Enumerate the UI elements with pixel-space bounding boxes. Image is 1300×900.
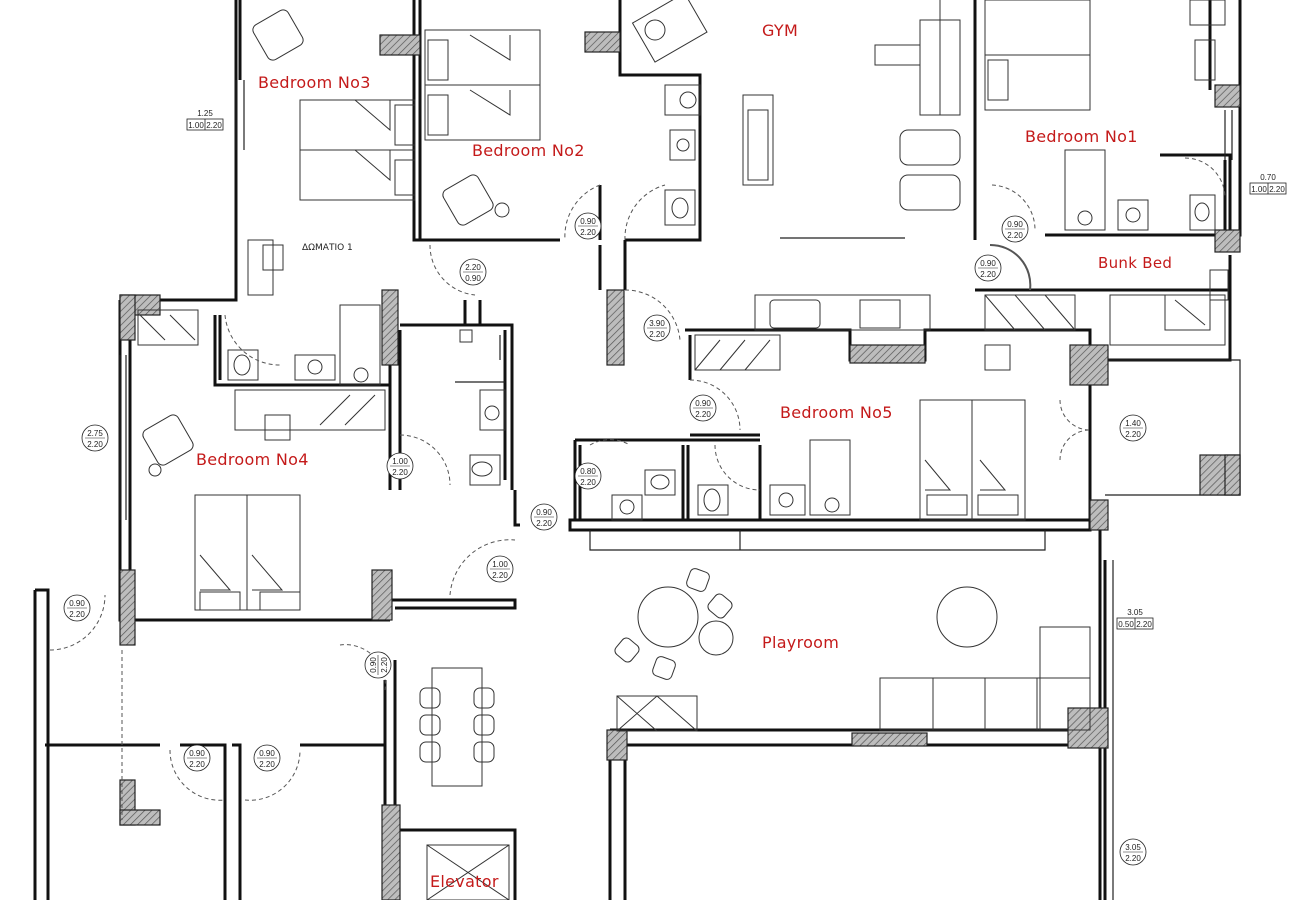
door-tag: 1.40 2.20 <box>1119 414 1147 442</box>
door-tag: 0.90 2.20 <box>1001 215 1029 243</box>
svg-text:2.20: 2.20 <box>580 478 596 487</box>
door-tag: 0.90 2.20 <box>63 594 91 622</box>
svg-text:1.00: 1.00 <box>1251 185 1267 194</box>
door-tag: 0.90 2.20 <box>689 394 717 422</box>
room-label-bunk-bed: Bunk Bed <box>1098 254 1172 272</box>
door-tag: 0.90 2.20 <box>253 744 281 772</box>
room-label-greek: ΔΩΜΑΤΙΟ 1 <box>302 243 353 253</box>
room-label-bedroom5: Bedroom No5 <box>780 403 893 422</box>
svg-text:2.20: 2.20 <box>69 610 85 619</box>
svg-text:2.20: 2.20 <box>1125 854 1141 863</box>
svg-text:3.05: 3.05 <box>1125 843 1141 852</box>
svg-text:2.20: 2.20 <box>259 760 275 769</box>
room-label-bedroom4: Bedroom No4 <box>196 450 309 469</box>
svg-text:0.90: 0.90 <box>369 657 378 673</box>
svg-text:2.20: 2.20 <box>1125 430 1141 439</box>
svg-text:2.20: 2.20 <box>465 263 481 272</box>
svg-text:2.20: 2.20 <box>392 468 408 477</box>
room-label-bedroom2: Bedroom No2 <box>472 141 585 160</box>
svg-text:0.90: 0.90 <box>1007 220 1023 229</box>
door-tag: 3.90 2.20 <box>643 314 671 342</box>
svg-text:1.00: 1.00 <box>492 560 508 569</box>
door-tag: 2.20 0.90 <box>459 258 487 286</box>
svg-text:0.70: 0.70 <box>1260 173 1276 182</box>
window-tag: 1.25 1.00 2.20 <box>186 109 224 131</box>
svg-text:2.20: 2.20 <box>580 228 596 237</box>
room-label-elevator: Elevator <box>430 872 499 891</box>
svg-text:0.80: 0.80 <box>580 467 596 476</box>
door-tag: 0.90 2.20 <box>974 254 1002 282</box>
svg-text:2.20: 2.20 <box>189 760 205 769</box>
svg-text:0.90: 0.90 <box>69 599 85 608</box>
svg-text:3.05: 3.05 <box>1127 608 1143 617</box>
svg-text:1.40: 1.40 <box>1125 419 1141 428</box>
svg-text:0.90: 0.90 <box>980 259 996 268</box>
svg-text:2.20: 2.20 <box>206 121 222 130</box>
door-tag: 0.90 2.20 <box>530 503 558 531</box>
svg-text:2.20: 2.20 <box>1269 185 1285 194</box>
furniture <box>119 0 1233 900</box>
svg-text:2.75: 2.75 <box>87 429 103 438</box>
svg-text:0.90: 0.90 <box>536 508 552 517</box>
door-tag: 0.90 2.20 <box>574 212 602 240</box>
svg-text:2.20: 2.20 <box>649 330 665 339</box>
svg-text:2.20: 2.20 <box>980 270 996 279</box>
door-tag: 0.80 2.20 <box>574 462 602 490</box>
svg-text:0.90: 0.90 <box>695 399 711 408</box>
svg-text:0.90: 0.90 <box>189 749 205 758</box>
window-tags: 1.25 1.00 2.20 0.70 1.00 2.20 3.05 0.50 … <box>186 109 1287 630</box>
svg-text:0.90: 0.90 <box>259 749 275 758</box>
room-label-bedroom1: Bedroom No1 <box>1025 127 1138 146</box>
svg-text:2.20: 2.20 <box>492 571 508 580</box>
svg-text:1.00: 1.00 <box>188 121 204 130</box>
svg-text:2.20: 2.20 <box>695 410 711 419</box>
svg-text:2.20: 2.20 <box>380 657 389 673</box>
door-tag: 1.00 2.20 <box>386 452 414 480</box>
door-tag: 2.75 2.20 <box>81 424 109 452</box>
svg-text:2.20: 2.20 <box>87 440 103 449</box>
svg-text:0.90: 0.90 <box>580 217 596 226</box>
room-labels: Bedroom No3 Bedroom No2 GYM Bedroom No1 … <box>196 21 1172 891</box>
svg-text:1.25: 1.25 <box>197 109 213 118</box>
door-tag: 0.90 2.20 <box>183 744 211 772</box>
room-label-bedroom3: Bedroom No3 <box>258 73 371 92</box>
svg-text:3.90: 3.90 <box>649 319 665 328</box>
svg-text:0.90: 0.90 <box>465 274 481 283</box>
svg-text:0.50: 0.50 <box>1118 620 1134 629</box>
door-tag: 3.05 2.20 <box>1119 838 1147 866</box>
room-label-gym: GYM <box>762 21 798 40</box>
door-swings <box>49 157 1226 801</box>
structural-walls <box>119 31 1241 900</box>
svg-text:2.20: 2.20 <box>1136 620 1152 629</box>
door-tag: 1.00 2.20 <box>486 555 514 583</box>
svg-text:2.20: 2.20 <box>536 519 552 528</box>
door-tags: 0.902.20 2.200.90 0.902.20 0.902.20 3.90… <box>63 212 1147 866</box>
window-tag: 3.05 0.50 2.20 <box>1116 608 1154 630</box>
room-label-playroom: Playroom <box>762 633 839 652</box>
window-tag: 0.70 1.00 2.20 <box>1249 173 1287 195</box>
svg-text:1.00: 1.00 <box>392 457 408 466</box>
svg-text:2.20: 2.20 <box>1007 231 1023 240</box>
